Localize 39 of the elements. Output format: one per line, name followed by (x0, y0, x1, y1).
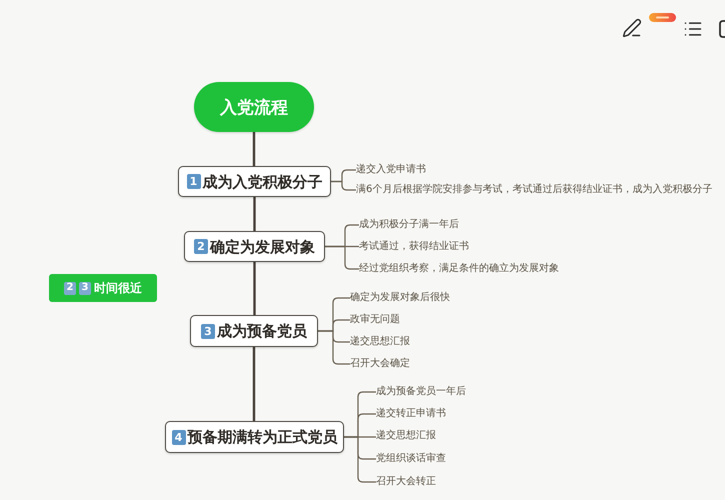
detail-text: 召开大会确定 (350, 357, 410, 371)
detail-text: 确定为发展对象后很快 (350, 291, 450, 305)
detail-text: 召开大会转正 (376, 475, 436, 489)
connector-line (325, 246, 359, 270)
note-tag (49, 274, 157, 302)
number-tile: 4 (172, 430, 186, 444)
connector-line (253, 262, 256, 315)
number-tile: 3 (79, 282, 91, 294)
connector-line (318, 330, 350, 365)
detail-text: 成为预备党员一年后 (376, 385, 466, 399)
detail-text: 党组织谈话审查 (376, 452, 446, 466)
number-tile: 2 (194, 239, 208, 254)
step-box (184, 231, 325, 262)
number-tile: 1 (186, 174, 200, 189)
number-tile: 2 (64, 282, 76, 294)
detail-text: 经过党组织考察，满足条件的确立为发展对象 (359, 262, 559, 276)
detail-text: 递交入党申请书 (356, 163, 426, 177)
step-box (190, 315, 318, 347)
detail-text: 满6个月后根据学院安排参与考试，考试通过后获得结业证书，成为入党积极分子 (356, 183, 712, 197)
detail-text: 递交思想汇报 (376, 429, 436, 443)
detail-text: 考试通过，获得结业证书 (359, 240, 469, 254)
step-title: 确定为发展对象 (210, 238, 315, 256)
connector-line (253, 197, 256, 231)
connector-line (331, 180, 356, 191)
step-title: 成为预备党员 (217, 322, 307, 340)
step-box (165, 421, 344, 453)
step-title: 预备期满转为正式党员 (188, 428, 338, 446)
detail-text: 政审无问题 (350, 313, 400, 327)
detail-text: 成为积极分子满一年后 (359, 218, 459, 232)
detail-text: 递交思想汇报 (350, 335, 410, 349)
number-tile: 3 (201, 324, 215, 338)
topic-pill: 入党流程 (194, 82, 314, 132)
step-title: 成为入党积极分子 (202, 172, 322, 190)
note-text: 时间很近 (94, 280, 142, 296)
connector-line (252, 132, 256, 166)
detail-text: 递交转正申请书 (376, 407, 446, 421)
connector-line (344, 436, 376, 483)
connector-line (252, 347, 256, 421)
step-box (178, 166, 331, 197)
